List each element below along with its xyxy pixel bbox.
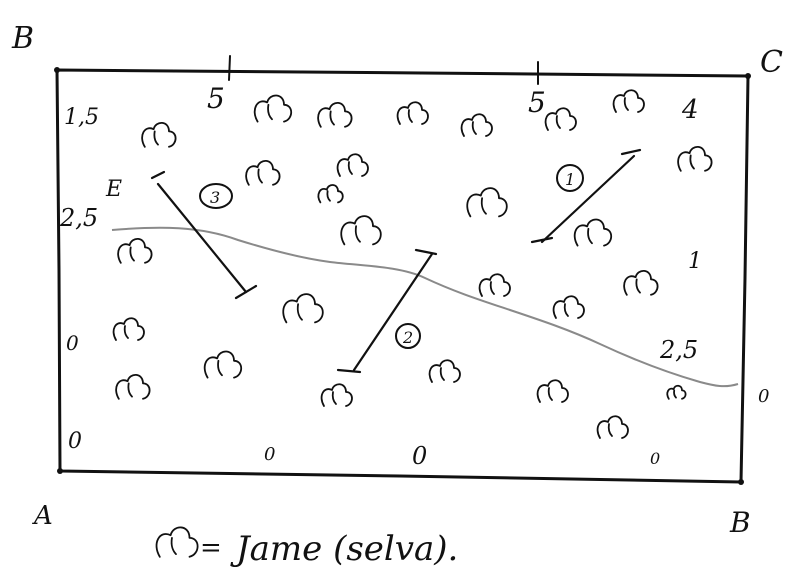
transect-3: 3 xyxy=(150,170,258,300)
tree-symbols xyxy=(112,89,713,439)
transect-label-circle xyxy=(199,183,233,209)
corner-dot xyxy=(57,468,63,474)
corner-dot xyxy=(54,67,60,73)
legend-text: Jame (selva). xyxy=(230,529,458,569)
transect-end-cap xyxy=(620,148,642,156)
corner-label-bottom-right: B xyxy=(729,506,751,539)
value-left-top: 1,5 xyxy=(64,105,99,130)
edge-number-top-left: 5 xyxy=(207,82,225,115)
tree-icon xyxy=(428,359,461,383)
tree-icon xyxy=(155,526,199,558)
value-right-edge: 0 xyxy=(758,386,769,407)
tree-icon xyxy=(112,317,145,341)
tree-icon xyxy=(573,218,613,247)
transect-label-circle xyxy=(556,164,584,192)
tree-icon xyxy=(466,187,508,218)
tree-icon xyxy=(317,184,344,204)
tree-icon xyxy=(544,107,577,131)
river-line xyxy=(111,226,739,388)
value-right-mid: 1 xyxy=(688,249,702,274)
transect-label: 1 xyxy=(565,170,575,189)
tree-icon xyxy=(282,293,324,324)
small-mark: E xyxy=(105,177,122,202)
tree-icon xyxy=(336,153,369,177)
tree-icon xyxy=(317,101,353,128)
tree-icon xyxy=(340,215,382,246)
tree-icon xyxy=(552,295,585,319)
corner-dot xyxy=(745,73,751,79)
tree-icon xyxy=(536,379,569,403)
transect-line xyxy=(156,182,248,294)
tree-icon xyxy=(666,384,687,400)
transect-1: 1 xyxy=(530,148,642,244)
transect-label-circle xyxy=(395,323,421,349)
tree-icon xyxy=(117,237,153,264)
transect-end-cap xyxy=(150,170,166,180)
legend-tree-icon xyxy=(155,526,199,558)
edge-number-top-corner: 4 xyxy=(681,95,699,125)
edge-number-top-right: 5 xyxy=(528,86,546,119)
tree-icon xyxy=(460,113,493,137)
tree-icon xyxy=(396,101,429,125)
value-bottom-mid-right: 0 xyxy=(412,442,427,470)
tree-icon xyxy=(203,350,243,379)
transect-end-cap xyxy=(234,284,258,300)
transect-end-cap xyxy=(336,368,362,374)
transect-end-cap xyxy=(414,248,438,256)
value-right-lower: 2,5 xyxy=(659,336,698,364)
top-tick-left xyxy=(228,55,231,81)
corner-label-bottom-left: A xyxy=(32,501,53,531)
transect-label: 2 xyxy=(402,328,413,347)
transect-line xyxy=(352,252,434,372)
corner-label-top-left: B xyxy=(11,21,34,56)
tree-icon xyxy=(245,159,281,186)
tree-icon xyxy=(596,415,629,439)
corner-dot xyxy=(738,479,744,485)
legend: = Jame (selva). xyxy=(155,526,458,569)
transect-2: 2 xyxy=(336,248,438,374)
value-left-lower: 0 xyxy=(66,331,79,355)
corner-label-top-right: C xyxy=(760,45,783,80)
value-bottom-right: 0 xyxy=(650,449,660,468)
tree-icon xyxy=(320,383,353,407)
tree-icon xyxy=(623,269,659,296)
tree-icon xyxy=(115,373,151,400)
transect-label: 3 xyxy=(210,188,220,207)
transect-end-cap xyxy=(530,236,554,244)
tree-icon xyxy=(253,94,293,123)
transect-line xyxy=(540,154,636,244)
tree-icon xyxy=(478,273,511,297)
field-boundary xyxy=(55,68,750,484)
value-left-bottom: 0 xyxy=(68,429,82,454)
value-bottom-mid-left: 0 xyxy=(264,444,275,465)
legend-equals: = xyxy=(200,533,222,563)
tree-icon xyxy=(677,145,713,172)
tree-icon xyxy=(612,89,645,113)
value-left-mid: 2,5 xyxy=(59,204,98,232)
tree-icon xyxy=(141,121,177,148)
